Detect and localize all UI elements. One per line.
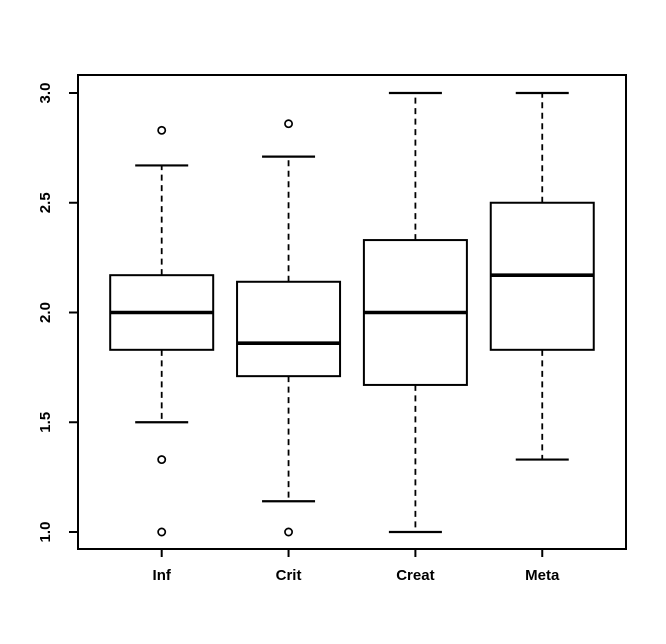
y-tick-label: 1.0 — [37, 522, 54, 543]
outlier-point — [157, 125, 167, 135]
x-tick-label: Crit — [276, 567, 302, 584]
outlier-point — [157, 455, 167, 465]
y-tick-label: 1.5 — [37, 412, 54, 433]
box-rect — [236, 280, 342, 378]
box-group-inf — [109, 125, 215, 537]
x-tick-label: Meta — [525, 567, 560, 584]
box-group-meta — [489, 91, 595, 461]
outlier-point — [284, 119, 293, 129]
outlier-point — [157, 527, 167, 537]
outlier-point — [284, 527, 293, 537]
x-tick-label: Inf — [153, 567, 172, 584]
x-tick-label: Creat — [396, 567, 434, 584]
y-tick-label: 2.0 — [37, 302, 54, 323]
box-group-creat — [362, 91, 468, 534]
y-tick-label: 2.5 — [37, 192, 54, 213]
box-group-crit — [236, 119, 342, 537]
y-tick-label: 3.0 — [37, 83, 54, 104]
